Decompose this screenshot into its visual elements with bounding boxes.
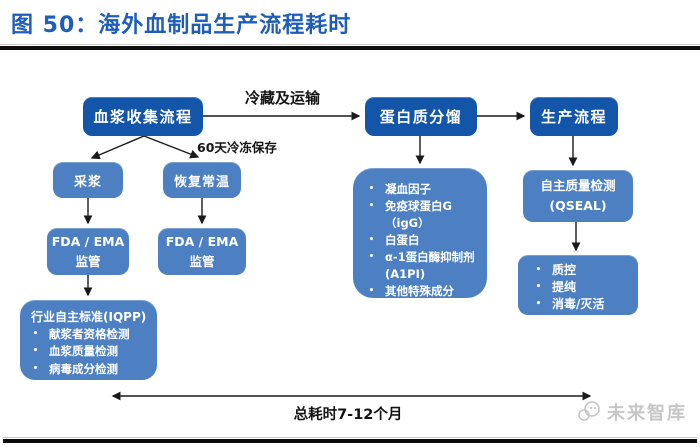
watermark: 未来智库 (576, 399, 687, 425)
list-item: • 病毒成分检测 (31, 361, 149, 378)
list-item: • 凝血因子 (367, 181, 477, 198)
node-protein-fractionation-label: 蛋白质分馏 (379, 108, 463, 126)
node-qseal: 自主质量检测 (QSEAL) (523, 170, 633, 222)
fraction-product-item: 凝血因子 (385, 182, 431, 196)
fraction-products-list: • 凝血因子 • 免疫球蛋白G（igG） • 白蛋白 • α-1蛋白酶抑制剂(A1PI)… (367, 181, 477, 300)
node-production-process-label: 生产流程 (540, 108, 607, 126)
node-production-steps: • 质控 • 提纯 • 消毒/灭活 (518, 255, 638, 315)
arrow-fork-to-extraction (90, 135, 145, 160)
bullet-icon: • (32, 363, 39, 374)
fda-ema-left-line1: FDA / EMA (51, 234, 125, 250)
watermark-text: 未来智库 (607, 403, 687, 424)
figure-title: 图 50：海外血制品生产流程耗时 (11, 13, 352, 38)
qseal-line1: 自主质量检测 (540, 178, 616, 193)
arrow-fork-to-restore-temp (143, 135, 200, 159)
bottom-divider-thin (3, 437, 697, 438)
production-steps-list: • 质控 • 提纯 • 消毒/灭活 (534, 262, 630, 312)
iqpp-list: • 献浆者资格检测 • 血浆质量检测 • 病毒成分检测 (31, 326, 149, 378)
list-item: • 献浆者资格检测 (31, 326, 149, 343)
node-iqpp: 行业自主标准(IQPP) • 献浆者资格检测 • 血浆质量检测 • 病毒成分检测 (20, 300, 157, 380)
node-plasma-collection: 血浆收集流程 (83, 97, 203, 136)
node-plasma-extraction: 采浆 (53, 162, 123, 198)
production-step-item: 消毒/灭活 (552, 296, 605, 311)
list-item: • 白蛋白 (367, 232, 477, 249)
node-production-process: 生产流程 (530, 97, 618, 136)
list-item: • 质控 (534, 262, 630, 279)
total-time-label: 总耗时7-12个月 (293, 407, 403, 423)
production-step-item: 提纯 (552, 279, 577, 294)
node-protein-fractionation: 蛋白质分馏 (365, 97, 477, 136)
bullet-icon: • (32, 346, 39, 357)
iqpp-title: 行业自主标准(IQPP) (31, 310, 147, 324)
bullet-icon: • (32, 329, 39, 339)
title-divider-thick (0, 46, 700, 50)
node-fraction-products: • 凝血因子 • 免疫球蛋白G（igG） • 白蛋白 • α-1蛋白酶抑制剂(A1PI)… (353, 168, 487, 298)
bullet-icon: • (535, 298, 542, 309)
node-plasma-collection-label: 血浆收集流程 (93, 108, 193, 126)
production-step-item: 质控 (552, 263, 577, 277)
qseal-line2: (QSEAL) (549, 198, 607, 213)
node-plasma-extraction-label: 采浆 (73, 174, 102, 190)
frozen-storage-label: 60天冷冻保存 (197, 140, 277, 155)
fraction-product-item: 其他特殊成分 (385, 284, 454, 299)
node-restore-temp-label: 恢复常温 (173, 174, 230, 190)
list-item: • 消毒/灭活 (534, 296, 630, 313)
bullet-icon: • (368, 286, 375, 297)
cold-transport-label: 冷藏及运输 (244, 89, 320, 107)
bottom-divider-thick (3, 439, 697, 443)
bullet-icon: • (535, 265, 542, 275)
node-fda-ema-right: FDA / EMA 监管 (158, 228, 246, 275)
title-divider-thin (0, 44, 700, 45)
iqpp-item: 病毒成分检测 (49, 361, 118, 376)
bullet-icon: • (368, 235, 375, 246)
fda-ema-right-line1: FDA / EMA (165, 234, 239, 250)
fda-ema-right-line2: 监管 (189, 253, 215, 269)
fda-ema-left-line2: 监管 (75, 253, 101, 269)
list-item: • 免疫球蛋白G（igG） (367, 198, 477, 232)
list-item: • 血浆质量检测 (31, 343, 149, 360)
weilai-zhiku-logo-icon (578, 401, 600, 421)
fraction-product-item: α-1蛋白酶抑制剂(A1PI) (385, 250, 475, 282)
list-item: • 其他特殊成分 (367, 283, 477, 300)
fraction-product-item: 免疫球蛋白G（igG） (385, 199, 452, 231)
fraction-product-item: 白蛋白 (385, 233, 420, 248)
iqpp-item: 血浆质量检测 (49, 344, 118, 359)
bullet-icon: • (368, 201, 375, 212)
bullet-icon: • (368, 184, 375, 194)
list-item: • 提纯 (534, 279, 630, 296)
bullet-icon: • (368, 252, 375, 263)
bullet-icon: • (535, 281, 542, 292)
node-restore-temp: 恢复常温 (163, 162, 241, 198)
list-item: • α-1蛋白酶抑制剂(A1PI) (367, 249, 477, 283)
node-fda-ema-left: FDA / EMA 监管 (47, 228, 129, 275)
iqpp-item: 献浆者资格检测 (49, 327, 130, 341)
